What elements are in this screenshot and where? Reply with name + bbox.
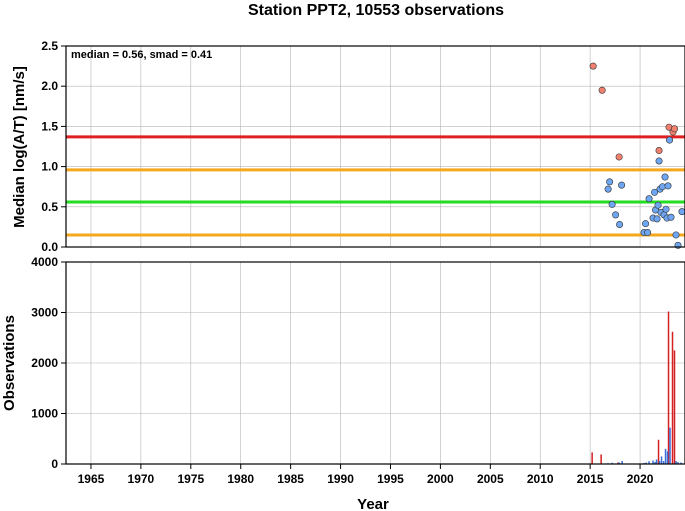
y-tick-label: 2.5: [41, 39, 58, 53]
x-tick-label: 2010: [527, 472, 554, 486]
data-point: [672, 231, 680, 239]
data-point: [671, 125, 679, 133]
data-point: [653, 215, 661, 223]
x-tick-label: 1995: [377, 472, 404, 486]
x-tick-label: 2015: [577, 472, 604, 486]
x-tick-label: 1970: [128, 472, 155, 486]
x-tick-label: 1990: [327, 472, 354, 486]
bottom-grid: [66, 261, 685, 465]
data-point: [645, 195, 653, 203]
y-tick-label: 1000: [31, 407, 58, 421]
data-point: [615, 153, 623, 161]
x-tick-label: 2005: [477, 472, 504, 486]
data-point: [589, 62, 597, 70]
data-point: [664, 182, 672, 190]
y-tick-label: 2000: [31, 356, 58, 370]
data-point: [616, 220, 624, 228]
top-y-ticks: 0.0 0.5 1.0 1.5 2.0 2.5: [41, 39, 66, 254]
data-point: [608, 200, 616, 208]
data-point: [674, 241, 682, 249]
data-point: [661, 173, 669, 181]
data-point: [678, 208, 685, 216]
y-tick-label: 4000: [31, 255, 58, 269]
y-tick-label: 1.0: [41, 160, 58, 174]
x-tick-label: 1975: [177, 472, 204, 486]
stats-annotation: median = 0.56, smad = 0.41: [71, 49, 212, 61]
bottom-y-axis-label: Observations: [1, 315, 18, 411]
bottom-y-ticks: 0 1000 2000 3000 4000: [31, 255, 66, 471]
top-y-axis-label: Median log(A/T) [nm/s]: [11, 66, 28, 228]
data-point: [655, 147, 663, 155]
x-axis-label: Year: [357, 496, 389, 511]
data-point: [606, 178, 614, 186]
top-points: [589, 62, 685, 249]
data-point: [642, 220, 650, 228]
x-tick-label: 1985: [277, 472, 304, 486]
x-ticks: 1965 1970 1975 1980 1985 1990 1995 2000 2005 2010…: [78, 464, 654, 486]
y-tick-label: 0.5: [41, 200, 58, 214]
data-point: [654, 201, 662, 209]
data-point: [604, 185, 612, 193]
top-plot-frame: [65, 45, 685, 248]
x-tick-label: 2020: [627, 472, 654, 486]
top-grid: [66, 45, 685, 248]
chart-title: Station PPT2, 10553 observations: [248, 2, 504, 19]
data-point: [662, 205, 670, 213]
x-tick-label: 1980: [227, 472, 254, 486]
top-panel: 0.0 0.5 1.0 1.5 2.0 2.5 median = 0.56, smad =…: [11, 39, 685, 254]
y-tick-label: 0: [51, 457, 58, 471]
data-point: [667, 213, 675, 221]
x-tick-label: 2000: [427, 472, 454, 486]
y-tick-label: 2.0: [41, 79, 58, 93]
data-point: [598, 86, 606, 94]
x-tick-label: 1965: [78, 472, 105, 486]
data-point: [651, 188, 659, 196]
y-tick-label: 0.0: [41, 240, 58, 254]
data-point: [666, 136, 674, 144]
data-point: [644, 229, 652, 237]
data-point: [618, 181, 626, 189]
data-point: [655, 157, 663, 165]
bottom-bars: [591, 311, 682, 464]
top-ref-lines: [66, 135, 685, 237]
data-point: [612, 211, 620, 219]
y-tick-label: 1.5: [41, 119, 58, 133]
y-tick-label: 3000: [31, 306, 58, 320]
